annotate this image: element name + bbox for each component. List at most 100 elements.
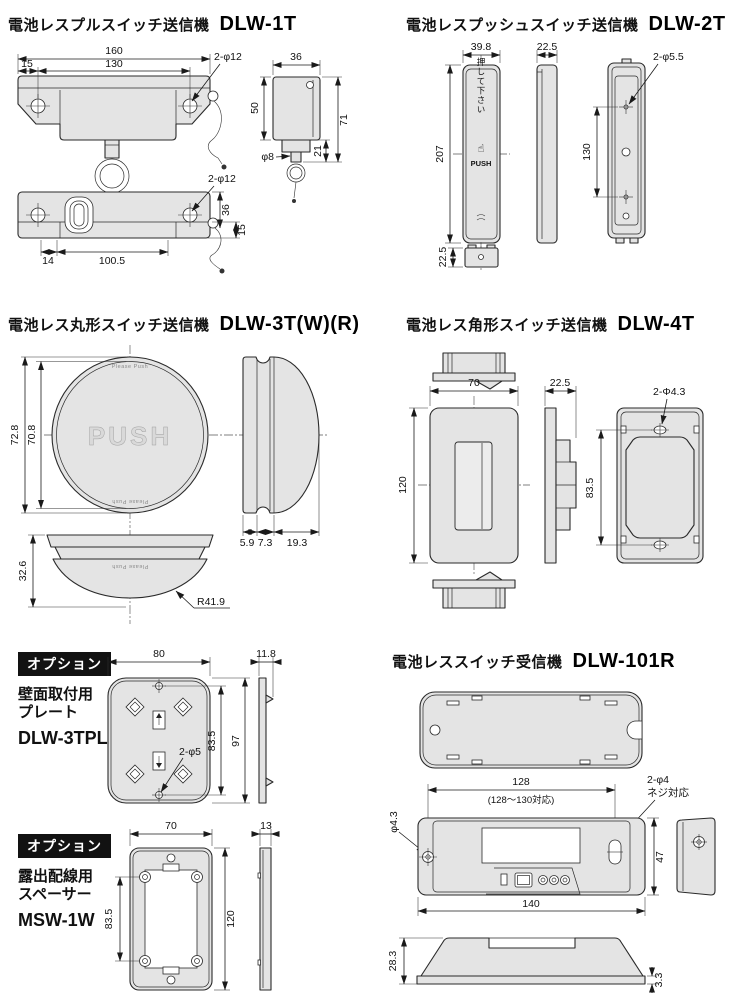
rim-text-bottom: Please Push [112, 498, 148, 504]
dim-label: 130 [105, 58, 123, 70]
dlw-3t-name: 電池レス丸形スイッチ送信機 [8, 317, 210, 334]
dim-note: ネジ対応 [647, 786, 689, 799]
plate-dims: 80 83.5 97 2-φ5 [107, 648, 250, 804]
option-spacer-block: オプション 露出配線用 スペーサー MSW-1W [18, 834, 113, 931]
dlw3t-side-dims: 5.9 7.3 19.3 [240, 437, 320, 549]
dim-label: 14 [42, 255, 54, 267]
plate-side-view: 11.8 [250, 648, 282, 804]
receiver-front-view [417, 817, 646, 896]
rim-text-top: Please Push [112, 364, 148, 370]
dlw-4t-title: 電池レス角形スイッチ送信機 DLW-4T [406, 313, 695, 336]
receiver-top-view [419, 691, 643, 769]
receiver-bottom-dims: 28.3 3.3 [387, 937, 665, 993]
dlw-101r-diagram: 128 (128～130対応) 2-φ4 ネジ対応 φ4.3 47 140 [387, 691, 716, 993]
dim-label: 7.3 [258, 537, 273, 549]
spacer-dims: 70 83.5 120 [103, 820, 237, 991]
dlw-101r-model: DLW-101R [572, 650, 676, 672]
dim-label: 83.5 [206, 731, 218, 752]
dlw-4t-model: DLW-4T [617, 313, 695, 335]
dim-label: 36 [290, 51, 302, 63]
dlw-101r-title: 電池レススイッチ受信機 DLW-101R [392, 650, 675, 673]
dim-label: 47 [654, 851, 666, 863]
dlw-1t-model: DLW-1T [219, 13, 297, 35]
dim-label: 22.5 [537, 41, 558, 53]
dim-label: 83.5 [103, 909, 115, 930]
dim-label: 130 [581, 143, 593, 161]
dim-label: 100.5 [99, 255, 125, 267]
dlw3t-dome-dims: 32.6 R41.9 [17, 534, 230, 609]
down-arrow-mark [156, 763, 162, 768]
dlw-4t-diagram: 70 120 22.5 2-Φ4.3 8 [397, 352, 704, 609]
dim-label: 70 [165, 820, 177, 832]
dlw1t-side-dims: 36 50 71 21 φ8 [249, 51, 350, 163]
dlw-2t-diagram: 押して下さい ☝ PUSH 39.8 207 22.5 2-φ5.5 [434, 41, 684, 272]
dlw4t-bottom-cap-view [432, 571, 516, 609]
option-spacer-desc2: スペーサー [18, 886, 92, 903]
dlw-2t-title: 電池レスプッシュスイッチ送信機 DLW-2T [406, 13, 726, 36]
dim-label: R41.9 [197, 596, 225, 608]
spacer-front-view [129, 847, 213, 991]
dim-label: 5.9 [240, 537, 255, 549]
option-plate-desc1: 壁面取付用 [18, 686, 94, 703]
dlw1t-bottom-view [17, 191, 225, 274]
dlw4t-side-view: 22.5 [544, 377, 577, 564]
push-embossed-label: PUSH [88, 421, 172, 451]
dlw-1t-name: 電池レスプルスイッチ送信機 [8, 17, 210, 34]
option-plate-desc2: プレート [18, 704, 79, 721]
dlw3t-dome-view: Please Push [46, 530, 214, 624]
dim-label: 160 [105, 45, 123, 57]
msw-1w-diagram: 70 83.5 120 13 [103, 820, 280, 991]
dim-label: 2-φ12 [214, 51, 242, 63]
option-plate-block: オプション 壁面取付用 プレート DLW-3TPL [18, 652, 113, 749]
option-spacer-desc1: 露出配線用 [18, 868, 94, 885]
up-arrow-mark [156, 713, 162, 718]
dlw-101r-name: 電池レススイッチ受信機 [392, 654, 563, 671]
dim-label: 120 [397, 476, 409, 494]
dim-label: 70 [468, 377, 480, 389]
front-vertical-label: 押して下さい [476, 57, 486, 115]
dim-note: (128～130対応) [488, 794, 555, 806]
dlw4t-back-dims: 2-Φ4.3 83.5 [584, 386, 685, 546]
dim-label: 2-Φ4.3 [653, 386, 685, 398]
receiver-front-dims: 47 140 [417, 817, 666, 916]
dim-label: 83.5 [584, 478, 596, 499]
dlw-3t-model: DLW-3T(W)(R) [219, 313, 360, 335]
dim-label: 13 [260, 820, 272, 832]
dlw2t-back-view [607, 58, 646, 244]
dlw-2t-name: 電池レスプッシュスイッチ送信機 [406, 17, 639, 34]
dim-label: 2-φ4 [647, 774, 669, 786]
option-badge: オプション [18, 652, 111, 676]
dim-label: 120 [225, 910, 237, 928]
dim-label: 2-φ5.5 [653, 51, 684, 63]
dlw2t-front-view: 押して下さい ☝ PUSH [453, 55, 510, 255]
dim-label: 70.8 [26, 425, 38, 446]
dlw-3tpl-diagram: 80 83.5 97 2-φ5 11.8 [107, 648, 282, 804]
dlw1t-side-view [272, 76, 321, 203]
option-plate-model: DLW-3TPL [18, 728, 108, 748]
dlw-3t-diagram: PUSH Please Push Please Push 72.8 70.8 5… [9, 345, 328, 624]
dlw4t-back-view [616, 407, 704, 564]
option-badge: オプション [18, 834, 111, 858]
dlw-1t-diagram: 160 15 130 2-φ12 36 50 71 21 φ8 [17, 45, 350, 274]
dim-label: 71 [338, 114, 350, 126]
dim-label: 72.8 [9, 425, 21, 446]
dlw-2t-model: DLW-2T [648, 13, 726, 35]
dlw3t-front-view: PUSH Please Push Please Push [44, 345, 328, 528]
dlw4t-top-cap-view [432, 352, 516, 390]
dim-label: 36 [220, 204, 232, 216]
dim-label: 11.8 [256, 648, 276, 660]
dlw-1t-title: 電池レスプルスイッチ送信機 DLW-1T [8, 13, 297, 36]
logo-mark [476, 214, 486, 221]
option-spacer-model: MSW-1W [18, 910, 95, 930]
dlw2t-front-dims: 39.8 207 [434, 41, 501, 244]
dim-label: 140 [522, 898, 540, 910]
plate-front-view [107, 677, 211, 804]
dlw1t-top-view [17, 75, 227, 194]
dim-label: φ4.3 [388, 811, 400, 833]
dlw-4t-name: 電池レス角形スイッチ送信機 [406, 317, 608, 334]
dim-label: 207 [434, 145, 446, 163]
hand-push-icon: ☝ [478, 143, 485, 155]
dlw2t-bottom-view: 22.5 [437, 242, 499, 272]
dim-label: 39.8 [471, 41, 492, 53]
